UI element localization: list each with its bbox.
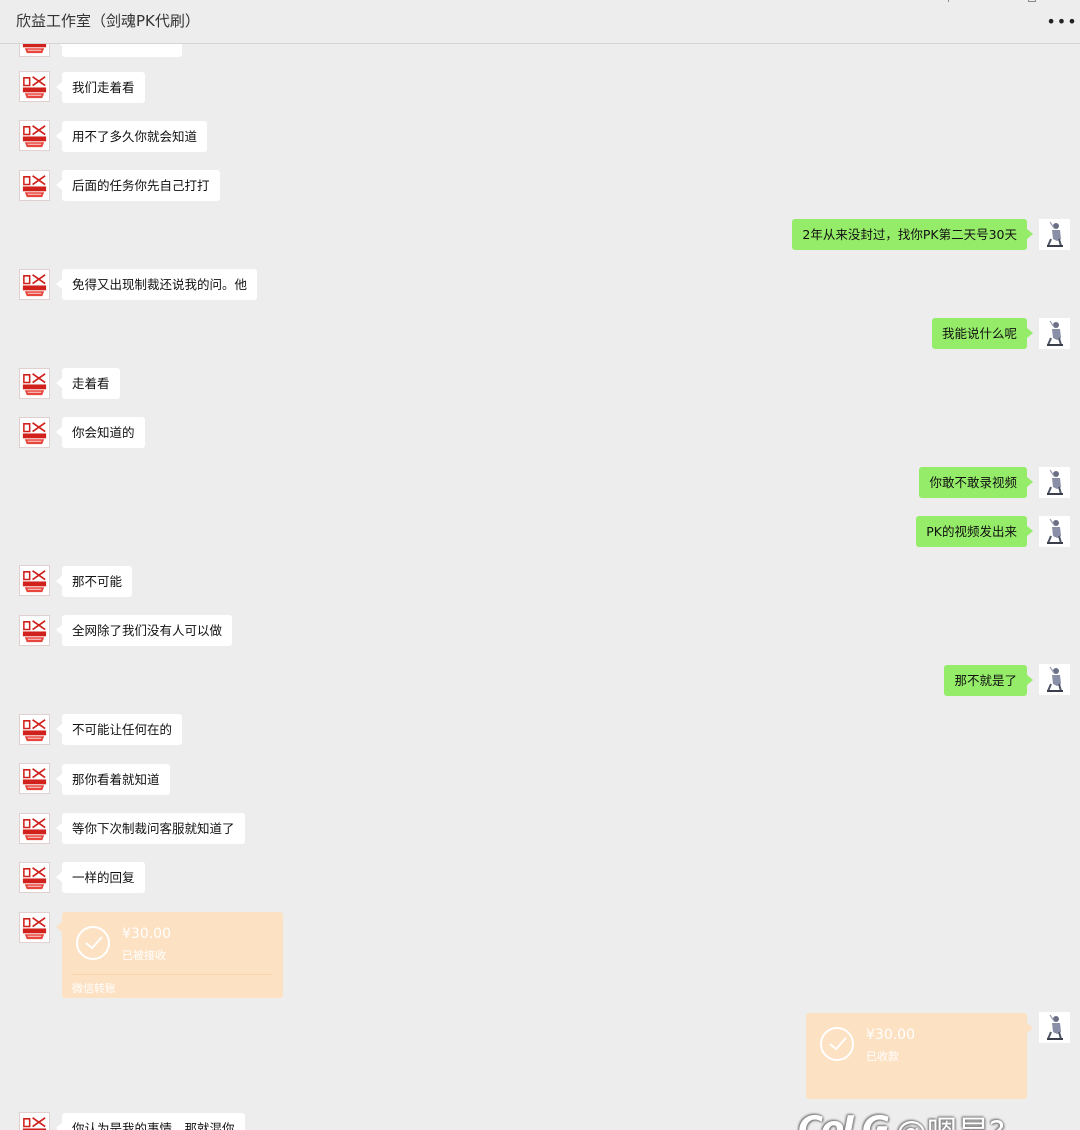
message-list[interactable]: 我们走着看 用不了多久你就会知道 后面的任务你先自己打打 2年从来没封过，找你P… xyxy=(0,44,1080,1130)
message-bubble[interactable]: 用不了多久你就会知道 xyxy=(55,121,208,152)
contact-logo-icon xyxy=(20,764,49,793)
contact-avatar[interactable] xyxy=(19,862,50,893)
watermark-logo: CoLG xyxy=(798,1109,890,1130)
contact-avatar[interactable] xyxy=(19,44,50,57)
user-figure-icon xyxy=(1039,219,1070,250)
transfer-divider xyxy=(72,974,273,975)
contact-logo-icon xyxy=(20,1113,49,1130)
message-bubble[interactable]: 你会知道的 xyxy=(56,417,145,448)
user-figure-icon xyxy=(1039,516,1070,547)
message-bubble-partial[interactable] xyxy=(56,44,182,57)
transfer-amount: ¥30.00 xyxy=(122,926,171,942)
contact-avatar[interactable] xyxy=(19,170,50,201)
message-bubble[interactable]: PK的视频发出来 xyxy=(916,516,1033,547)
contact-logo-icon xyxy=(20,121,49,150)
message-bubble[interactable]: 那不可能 xyxy=(55,566,133,597)
message-bubble[interactable]: 我能说什么呢 xyxy=(931,318,1034,349)
user-avatar[interactable] xyxy=(1039,219,1070,250)
contact-avatar[interactable] xyxy=(19,763,50,794)
contact-logo-icon xyxy=(20,270,49,299)
contact-logo-icon xyxy=(20,715,49,744)
contact-avatar[interactable] xyxy=(19,269,50,300)
minimize-icon[interactable] xyxy=(948,0,956,2)
contact-avatar[interactable] xyxy=(19,714,50,745)
user-avatar[interactable] xyxy=(1039,516,1070,547)
contact-logo-icon xyxy=(20,72,49,101)
check-circle-icon xyxy=(76,926,110,960)
message-bubble[interactable]: 你敢不敢录视频 xyxy=(919,467,1033,498)
contact-avatar[interactable] xyxy=(19,71,50,102)
message-bubble[interactable]: 我们走着看 xyxy=(56,72,145,103)
user-figure-icon xyxy=(1039,1012,1070,1043)
transfer-status: 已收款 xyxy=(866,1050,899,1063)
user-figure-icon xyxy=(1039,467,1070,498)
message-bubble[interactable]: 全网除了我们没有人可以做 xyxy=(55,615,233,646)
message-bubble[interactable]: 那你看着就知道 xyxy=(56,764,170,795)
check-circle-icon xyxy=(820,1027,854,1061)
message-bubble[interactable]: 免得又出现制裁还说我的问。他 xyxy=(55,269,258,300)
message-bubble[interactable]: 2年从来没封过，找你PK第二天号30天 xyxy=(792,219,1033,250)
user-figure-icon xyxy=(1039,664,1070,695)
message-bubble[interactable]: 你认为是我的事情，那就混你 xyxy=(56,1113,245,1130)
transfer-card[interactable]: ¥30.00 已被接收 微信转账 xyxy=(56,912,283,998)
watermark-handle: @嗯昂? xyxy=(896,1107,1005,1130)
message-bubble[interactable]: 一样的回复 xyxy=(56,862,145,893)
contact-logo-icon xyxy=(20,814,49,843)
contact-logo-icon xyxy=(20,44,49,56)
watermark: CoLG @嗯昂? xyxy=(798,1106,1058,1130)
user-avatar[interactable] xyxy=(1039,467,1070,498)
contact-logo-icon xyxy=(20,863,49,892)
transfer-footer: 微信转账 xyxy=(72,982,116,995)
contact-avatar[interactable] xyxy=(19,120,50,151)
maximize-icon[interactable] xyxy=(1028,0,1036,2)
message-bubble[interactable]: 等你下次制裁问客服就知道了 xyxy=(56,813,245,844)
transfer-amount: ¥30.00 xyxy=(866,1027,915,1043)
message-bubble[interactable]: 那不就是了 xyxy=(944,665,1033,696)
more-icon: ••• xyxy=(1046,12,1078,31)
more-button[interactable]: ••• xyxy=(1046,12,1076,32)
contact-avatar[interactable] xyxy=(19,912,50,943)
message-bubble[interactable]: 不可能让任何在的 xyxy=(55,714,183,745)
user-avatar[interactable] xyxy=(1039,318,1070,349)
contact-logo-icon xyxy=(20,566,49,595)
contact-avatar[interactable] xyxy=(19,417,50,448)
contact-avatar[interactable] xyxy=(19,565,50,596)
window-controls: × xyxy=(940,0,1080,4)
contact-logo-icon xyxy=(20,418,49,447)
user-avatar[interactable] xyxy=(1039,664,1070,695)
contact-logo-icon xyxy=(20,616,49,645)
contact-avatar[interactable] xyxy=(19,368,50,399)
contact-logo-icon xyxy=(20,369,49,398)
message-bubble[interactable]: 走着看 xyxy=(56,368,120,399)
close-icon[interactable]: × xyxy=(1064,0,1072,3)
contact-avatar[interactable] xyxy=(19,615,50,646)
contact-logo-icon xyxy=(20,913,49,942)
user-figure-icon xyxy=(1039,318,1070,349)
message-bubble[interactable]: 后面的任务你先自己打打 xyxy=(56,170,220,201)
chat-title: 欣益工作室（剑魂PK代刷） xyxy=(16,12,200,30)
user-avatar[interactable] xyxy=(1039,1012,1070,1043)
contact-avatar[interactable] xyxy=(19,1112,50,1130)
contact-avatar[interactable] xyxy=(19,813,50,844)
contact-logo-icon xyxy=(20,171,49,200)
transfer-card[interactable]: ¥30.00 已收款 xyxy=(806,1013,1033,1099)
chat-header: 欣益工作室（剑魂PK代刷） × ••• xyxy=(0,0,1080,44)
transfer-status: 已被接收 xyxy=(122,949,166,962)
